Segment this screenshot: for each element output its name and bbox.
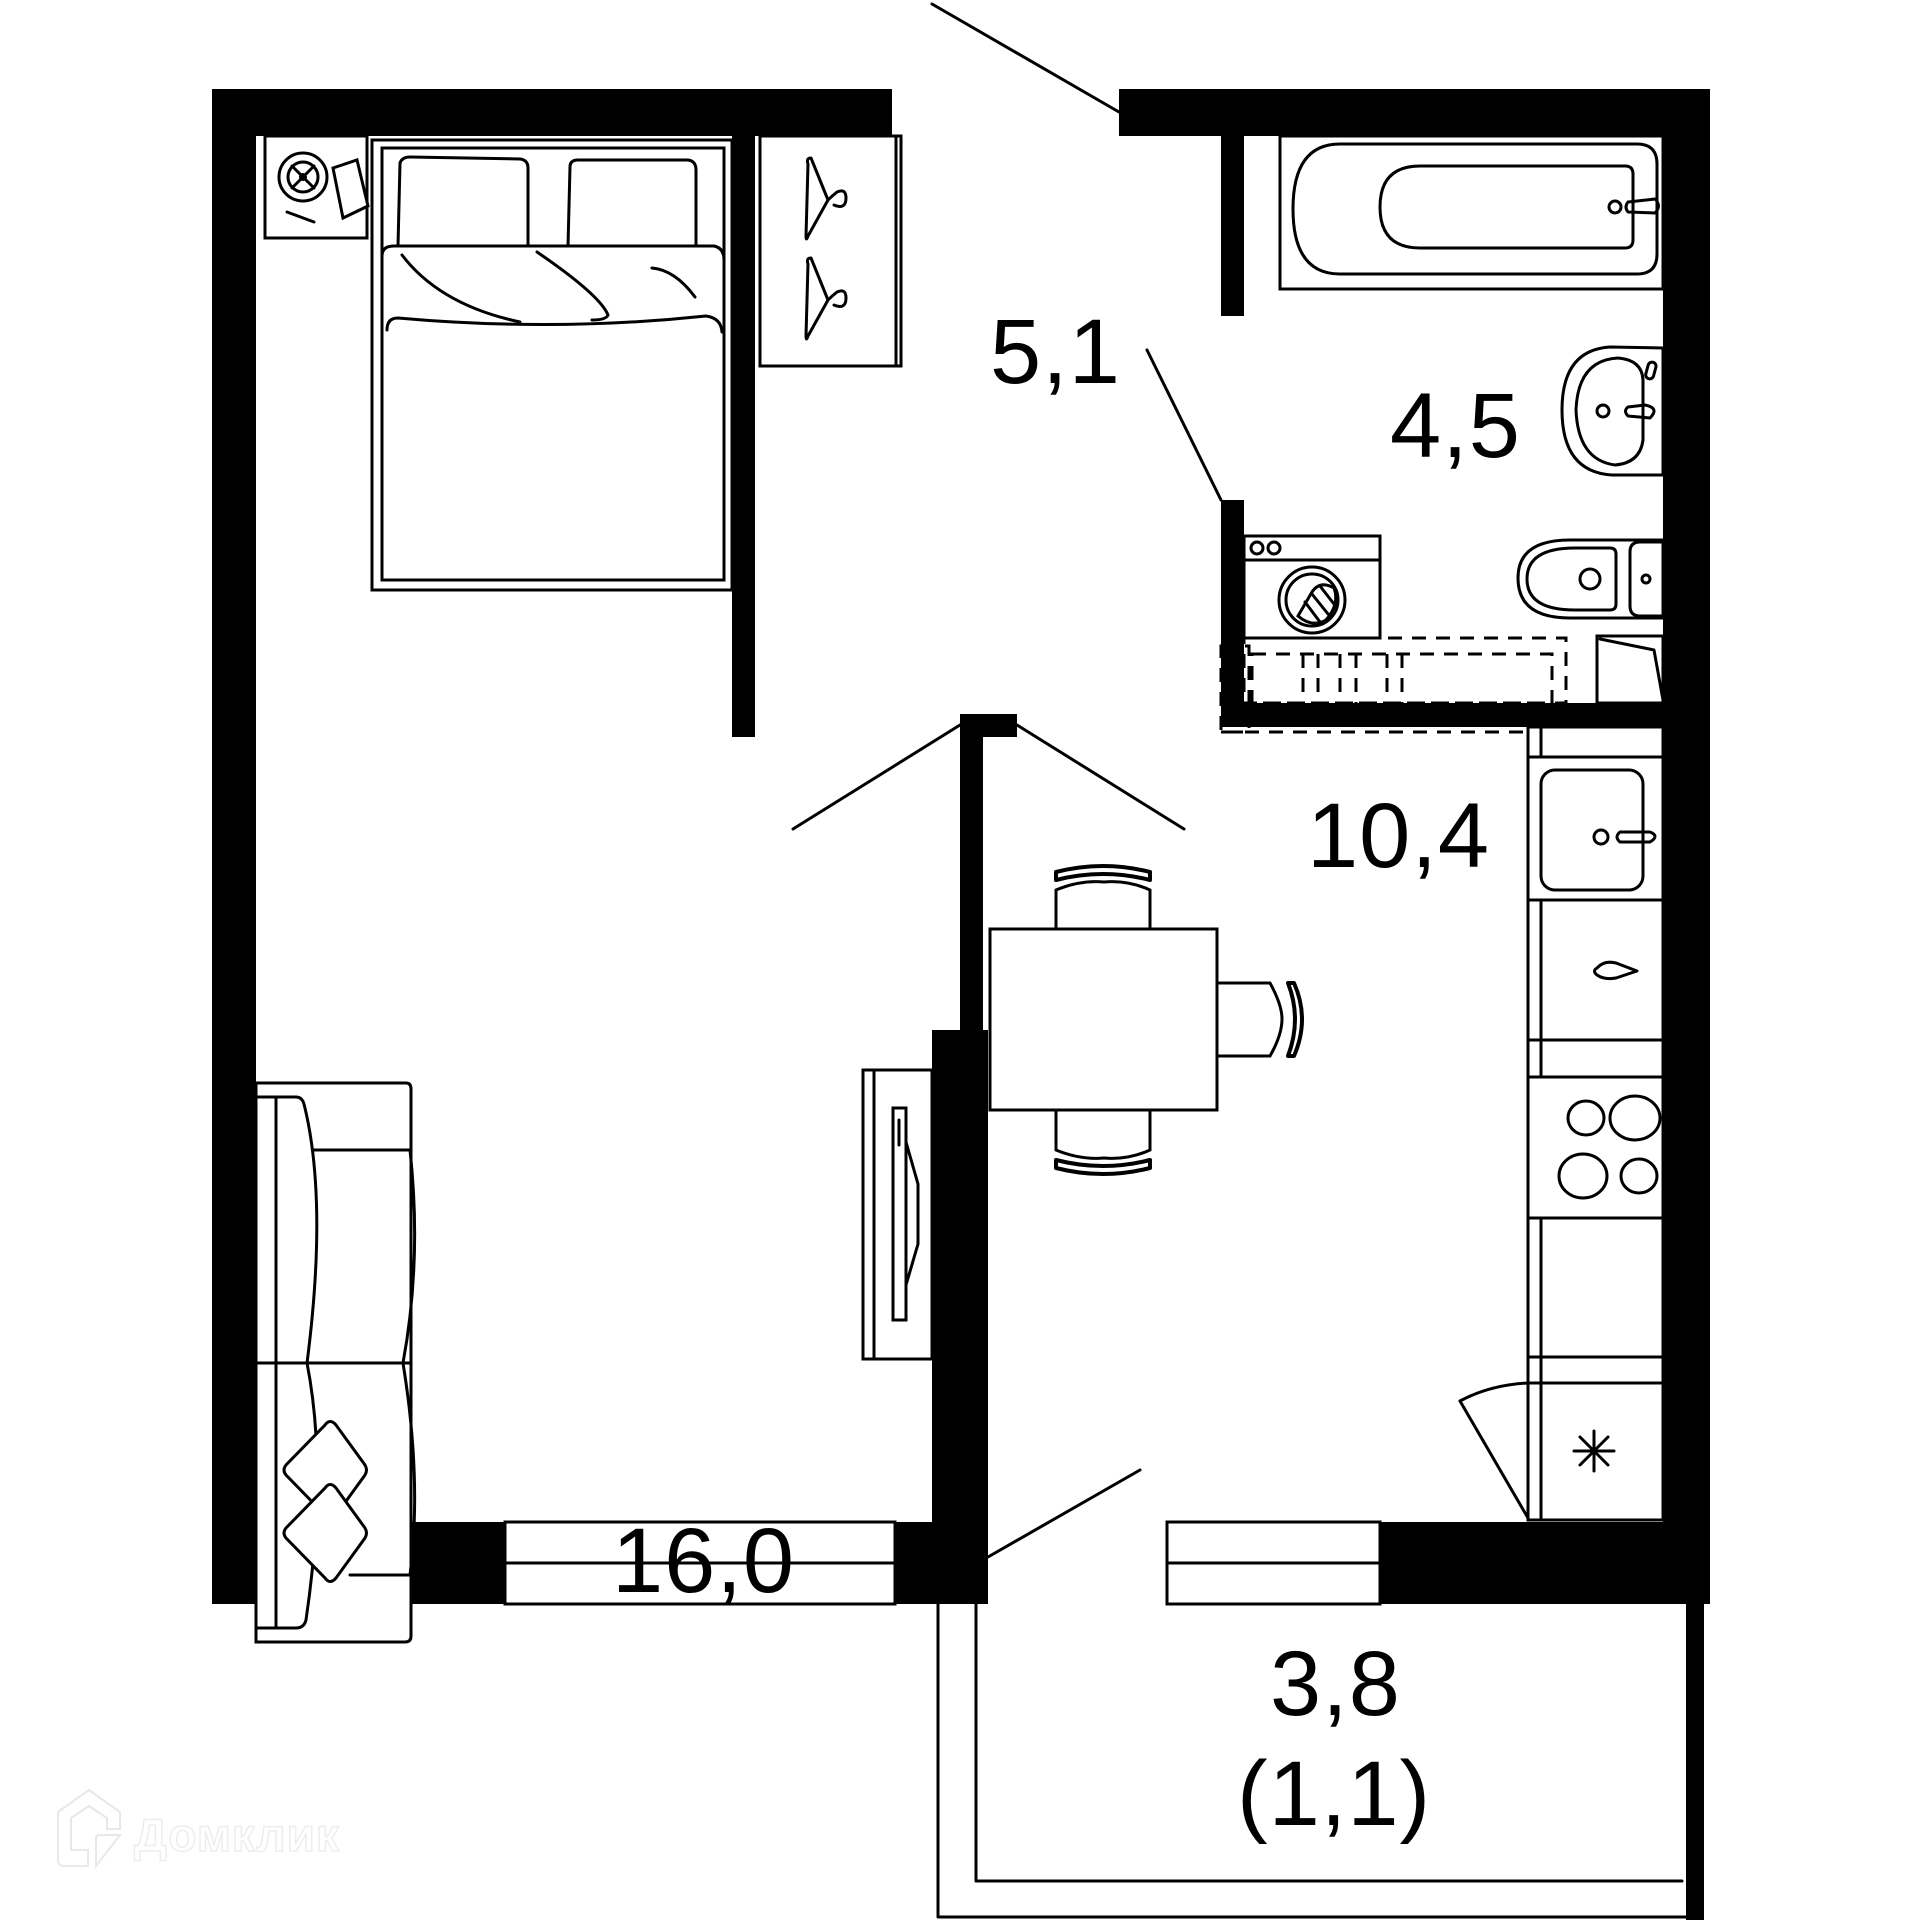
- washing-machine-icon: [1242, 534, 1382, 640]
- room-area-hallway: 5,1: [990, 301, 1121, 403]
- chair-top-icon: [1054, 864, 1152, 931]
- dining-table-icon: [988, 927, 1219, 1112]
- wall-central-stub: [983, 714, 1017, 737]
- bed-icon: [370, 138, 734, 592]
- chair-bottom-icon: [1054, 1108, 1152, 1176]
- wall-bottom-mid: [895, 1522, 988, 1604]
- wall-bath-left-upper: [1221, 136, 1244, 316]
- wall-bath-bottom: [1221, 703, 1663, 727]
- dashed-shelf: [1242, 636, 1568, 705]
- door-entrance: [930, 2, 1121, 114]
- room-area-balcony: 3,8: [1270, 1633, 1401, 1735]
- nightstand-lamp-icon: [263, 134, 370, 240]
- wardrobe-hangers-icon: [758, 134, 903, 368]
- dishwasher-icon: [1593, 960, 1639, 981]
- sofa-icon: [254, 1081, 417, 1644]
- bathtub-icon: [1278, 134, 1665, 291]
- cooktop-icon: [1526, 1075, 1665, 1220]
- tv-unit-icon: [861, 1068, 934, 1361]
- wall-central-narrow: [960, 714, 983, 1034]
- room-area-balcony-reduced: (1,1): [1237, 1743, 1432, 1845]
- walls: [212, 89, 1710, 1604]
- wall-right: [1663, 89, 1710, 1604]
- chair-right-icon: [1215, 981, 1304, 1058]
- window-kitchen: [1165, 1520, 1382, 1606]
- wall-central-thick: [932, 1030, 988, 1604]
- bath-cabinet-icon: [1595, 634, 1665, 705]
- room-area-living: 16,0: [612, 1510, 796, 1612]
- kitchen-sink-icon: [1526, 755, 1665, 902]
- room-area-bathroom: 4,5: [1390, 375, 1521, 477]
- wall-bedroom-partition: [732, 136, 755, 737]
- wall-top-left: [212, 89, 892, 136]
- toilet-icon: [1516, 538, 1665, 620]
- wall-bath-left-lower: [1221, 500, 1244, 727]
- door-balcony: [986, 1468, 1142, 1559]
- wall-bottom-right: [1380, 1522, 1710, 1604]
- watermark: Домклик: [133, 1808, 340, 1862]
- room-area-kitchen: 10,4: [1307, 785, 1491, 887]
- watermark-text: Домклик: [133, 1808, 340, 1862]
- wall-left: [212, 89, 256, 1604]
- door-living: [791, 723, 962, 831]
- fridge-icon: [1458, 1381, 1616, 1520]
- balcony: [936, 1602, 1704, 1920]
- wall-top-right: [1119, 89, 1710, 136]
- door-kitchen: [1015, 723, 1186, 831]
- door-bathroom: [1145, 348, 1223, 502]
- window-living: [503, 1520, 897, 1606]
- house-logo-icon: [57, 1788, 123, 1869]
- bathroom-sink-icon: [1560, 345, 1665, 477]
